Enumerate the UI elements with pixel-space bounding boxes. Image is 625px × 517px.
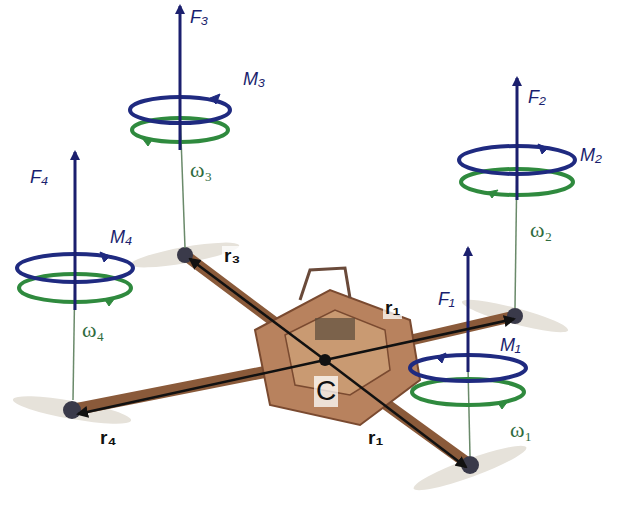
vector-label: r₄ [98,428,118,449]
speed-label: ω₄ [82,318,104,342]
moment-label: M₂ [580,146,602,166]
vector-label: r₁ [366,428,385,449]
rotor-moment [130,6,230,150]
vector-label: r₃ [222,246,242,267]
force-label: F₁ [438,290,455,310]
center-label: C [314,376,338,407]
vector-label: r₁ [383,298,402,319]
force-label: F₄ [30,168,48,188]
moment-label: M₃ [243,70,265,90]
speed-label: ω₂ [530,218,552,242]
rotor-moment [17,152,133,310]
rotor-moment [459,78,575,200]
center-point [319,354,331,366]
moment-label: M₄ [110,228,132,248]
drone-frame [11,238,570,497]
force-label: F₃ [190,8,208,28]
position-vector [78,259,514,467]
force-label: F₂ [528,88,546,108]
moment-label: M₁ [500,336,521,356]
speed-label: ω₃ [190,158,212,182]
speed-label: ω₁ [510,418,532,442]
